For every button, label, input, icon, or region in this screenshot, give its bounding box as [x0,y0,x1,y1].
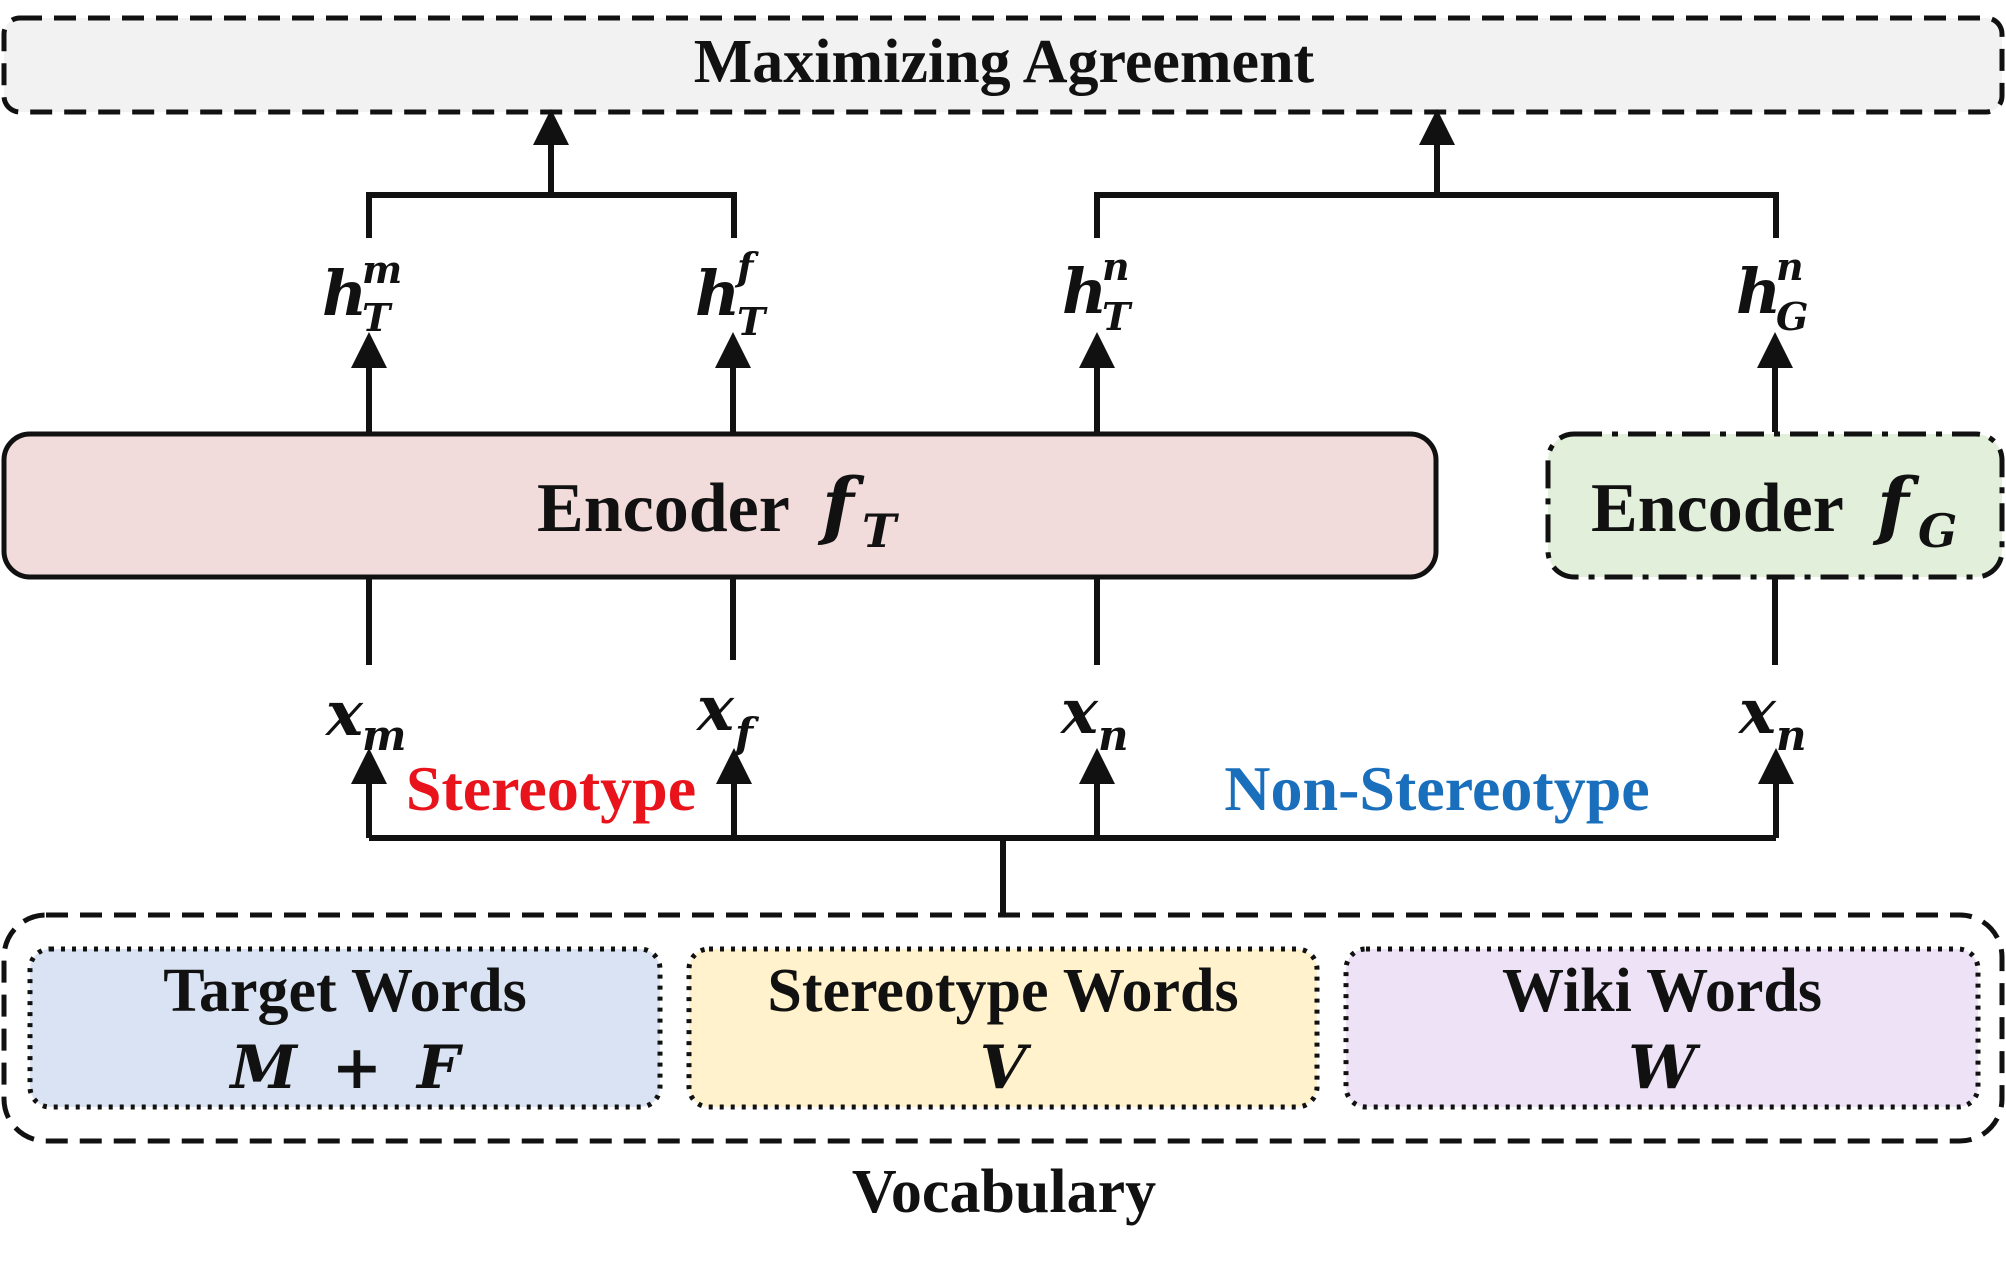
output-label-h-g-n: h n G [1736,244,1808,339]
svg-text:h: h [1062,255,1107,328]
svg-text:T: T [1102,294,1133,339]
encoder-g-label: Encoder [1591,470,1844,547]
encoder-g-subscript: G [1918,504,1957,558]
input-label-x-f: x f [695,672,760,758]
target-words-box [27,946,663,1110]
svg-text:h: h [1736,255,1781,328]
non-stereotype-label: Non-Stereotype [1224,753,1649,824]
svg-text:x: x [324,677,364,750]
vocabulary-label: Vocabulary [852,1158,1156,1226]
encoder-input-lines [366,578,1778,665]
encoder-t-label: Encoder [537,470,790,547]
input-label-x-n-g: x n [1737,675,1807,760]
stereotype-words-math: V [980,1033,1032,1103]
encoder-g-box [1545,431,2005,580]
maximizing-agreement-label: Maximizing Agreement [694,28,1315,96]
svg-text:n: n [1098,711,1129,760]
svg-text:T: T [362,295,393,340]
wiki-words-title: Wiki Words [1502,957,1822,1025]
svg-text:n: n [1776,711,1807,760]
svg-text:T: T [737,299,768,344]
stereotype-words-title: Stereotype Words [767,957,1238,1025]
svg-text:n: n [1102,244,1130,289]
svg-text:h: h [322,257,367,330]
agreement-connectors [366,109,1779,238]
svg-text:m: m [362,247,402,292]
maximizing-agreement-box [1,15,2005,115]
encoder-output-arrows [351,332,1793,432]
input-label-x-n-t: x n [1059,675,1129,760]
encoder-t-subscript: T [862,504,900,558]
svg-text:x: x [1737,675,1777,748]
output-label-h-t-m: h m T [322,247,402,340]
input-label-x-m: x m [324,677,406,760]
svg-text:f: f [732,709,760,758]
target-words-math: M + F [228,1033,463,1103]
vocabulary-input-arrows [351,748,1794,915]
wiki-words-math: W [1628,1033,1701,1103]
stereotype-label: Stereotype [406,753,696,824]
svg-text:n: n [1776,244,1804,289]
svg-text:G: G [1776,294,1808,339]
stereotype-words-box [686,946,1320,1110]
svg-text:m: m [362,711,406,760]
output-label-h-t-f: h f T [695,244,768,344]
output-label-h-t-n: h n T [1062,244,1133,339]
target-words-title: Target Words [163,957,526,1025]
svg-text:x: x [695,672,735,745]
svg-text:x: x [1059,675,1099,748]
svg-text:f: f [734,244,759,289]
encoder-t-box [1,431,1439,580]
vocabulary-box [1,912,2005,1144]
wiki-words-box [1343,946,1981,1110]
svg-text:h: h [695,257,740,330]
